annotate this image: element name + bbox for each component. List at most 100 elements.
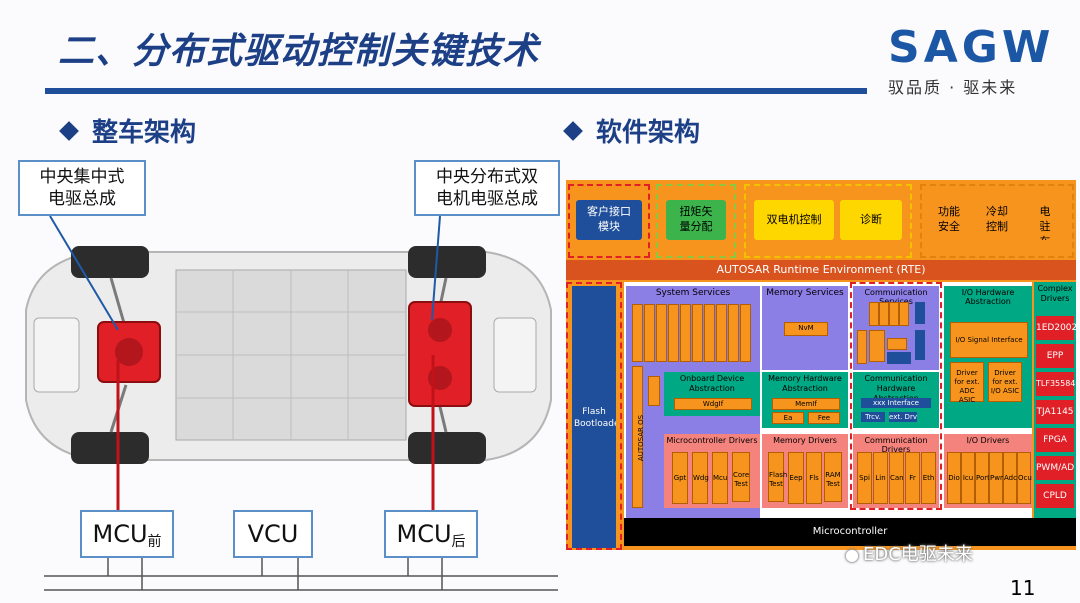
diagnostics-label: 诊断: [860, 213, 882, 226]
mem-driver-eep: Eep: [788, 452, 804, 504]
com-tile-3: [889, 302, 899, 326]
trcv-box: Trcv.: [861, 412, 885, 422]
nvm-box: NvM: [784, 322, 828, 336]
mcu-driver-wdg: Wdg: [692, 452, 709, 504]
complex-drivers-label: Complex Drivers: [1037, 284, 1073, 303]
io-driver-icu: Icu: [961, 452, 975, 504]
wheel-front-left: [71, 246, 149, 278]
microcontroller-layer: Microcontroller: [624, 518, 1076, 546]
sys-tile-3: [668, 304, 679, 362]
io-driver-port: Port: [975, 452, 990, 504]
dual-motor-control-label: 双电机控制: [766, 213, 822, 226]
ext-drv-box: ext. Drv: [889, 412, 917, 422]
company-logo: SAGW: [888, 22, 1055, 73]
complex-driver-fpga: FPGA: [1036, 428, 1074, 452]
functional-safety-module: 功能安全: [928, 200, 970, 240]
sys-tile-2: [656, 304, 667, 362]
wdgif-box: WdgIf: [674, 398, 752, 410]
section-heading-vehicle: 整车架构: [59, 112, 197, 149]
complex-driver-tlf35584: TLF35584: [1036, 372, 1075, 396]
comm-driver-eth: Eth: [921, 452, 936, 504]
page-number: 11: [1010, 576, 1036, 600]
autosar-architecture-diagram: 客户接口模块 扭矩矢量分配 双电机控制 诊断 功能安全 冷却控制 电驻车: [566, 180, 1076, 550]
autosar-os-label: AUTOSAR OS: [637, 414, 645, 462]
rear-motor-left: [428, 318, 452, 342]
com-tile-5: [857, 330, 867, 364]
comm-driver-lin: Lin: [873, 452, 888, 504]
comm-drivers-label: Communication Drivers: [864, 436, 928, 454]
mcu-drivers-label: Microcontroller Drivers: [666, 436, 758, 445]
front-bumper: [33, 317, 80, 393]
memory-hw-abstraction: Memory Hardware Abstraction MemIf Ea Fee: [762, 372, 848, 428]
cooling-control-module: 冷却控制: [976, 200, 1018, 240]
torque-vector-label: 扭矩矢量分配: [679, 205, 713, 233]
sys-tile-8: [728, 304, 739, 362]
mem-driver-fls: Fls: [806, 452, 822, 504]
customer-interface-label: 客户接口模块: [587, 205, 631, 233]
dual-motor-control-module: 双电机控制: [754, 200, 834, 240]
driver-ext-io-box: Driver for ext. I/O ASIC: [988, 362, 1022, 402]
flash-bootloader-label: Flash Bootloader: [574, 407, 616, 429]
mcu-driver-mcu: Mcu: [712, 452, 728, 504]
rear-mcu-box: MCU后: [384, 510, 478, 558]
driver-ext-adc-box: Driver for ext. ADC ASIC: [950, 362, 984, 404]
front-mcu-box: MCU前: [80, 510, 174, 558]
xxx-interface-box: xxx Interface: [861, 398, 931, 408]
os-tile: [632, 304, 643, 362]
section-heading-software-label: 软件架构: [596, 118, 701, 148]
watermark: ●EDC电驱未来: [845, 540, 973, 566]
rear-drive-callout: 中央分布式双 电机电驱总成: [414, 160, 560, 216]
wheel-rear-right: [408, 432, 486, 464]
company-slogan: 驭品质 · 驱未来: [888, 78, 1018, 97]
communication-stack-group: [850, 282, 942, 510]
com-tile-1: [869, 302, 879, 326]
fee-box: Fee: [808, 412, 840, 424]
io-driver-ocu: Ocu: [1017, 452, 1032, 504]
functional-safety-label: 功能安全: [938, 205, 960, 233]
com-navy-3: [915, 330, 925, 360]
flash-bootloader-group: Flash Bootloader: [566, 282, 622, 550]
diamond-bullet-icon: [563, 120, 583, 141]
mcu-driver-core-test: Core Test: [732, 452, 750, 502]
diamond-bullet-icon: [59, 120, 79, 141]
rear-mcu-sub: 后: [451, 534, 466, 550]
torque-vector-module: 扭矩矢量分配: [666, 200, 726, 240]
vehicle-function-group: 功能安全 冷却控制 电驻车: [920, 184, 1074, 258]
io-signal-interface: I/O Signal Interface: [950, 322, 1028, 358]
io-drivers-label: I/O Drivers: [966, 436, 1010, 445]
com-tile-2: [879, 302, 889, 326]
rear-mcu-label: MCU: [396, 520, 452, 548]
microcontroller-label: Microcontroller: [812, 526, 888, 537]
vcu-box: VCU: [233, 510, 313, 558]
communication-services-label: Communication Services: [864, 288, 928, 306]
io-driver-dio: Dio: [947, 452, 961, 504]
complex-driver-tja1145: TJA1145: [1036, 400, 1074, 424]
wheel-front-right: [71, 432, 149, 464]
memory-hw-label: Memory Hardware Abstraction: [768, 374, 842, 393]
onboard-device-label: Onboard Device Abstraction: [679, 374, 745, 393]
communication-drivers: Communication Drivers Spi Lin Can Fr Eth: [853, 434, 939, 508]
watermark-text: EDC电驱未来: [862, 544, 973, 565]
complex-drivers: Complex Drivers 1ED2002 EPP TLF35584 TJA…: [1034, 282, 1076, 518]
memif-box: MemIf: [772, 398, 840, 410]
sys-tile-9: [740, 304, 751, 362]
microcontroller-drivers: Microcontroller Drivers Gpt Wdg Mcu Core…: [664, 434, 760, 508]
mem-driver-flash-test: Flash Test: [768, 452, 787, 502]
front-drive-callout: 中央集中式 电驱总成: [18, 160, 146, 216]
front-mcu-sub: 前: [147, 534, 162, 550]
comm-driver-can: Can: [889, 452, 904, 504]
memory-services: Memory Services NvM: [762, 286, 848, 370]
sys-tile-7: [716, 304, 727, 362]
io-driver-adc: Adc: [1003, 452, 1017, 504]
memory-services-label: Memory Services: [766, 288, 844, 298]
sys-tile-5: [692, 304, 703, 362]
io-drivers: I/O Drivers Dio Icu Port Pwm Adc Ocu: [944, 434, 1032, 508]
section-heading-vehicle-label: 整车架构: [92, 118, 197, 148]
comm-driver-fr: Fr: [905, 452, 920, 504]
rte-label: AUTOSAR Runtime Environment (RTE): [716, 263, 926, 276]
front-motor: [115, 338, 143, 366]
wheel-rear-left: [408, 246, 486, 278]
io-driver-pwm: Pwm: [989, 452, 1007, 504]
autosar-os-tile: [632, 366, 643, 508]
